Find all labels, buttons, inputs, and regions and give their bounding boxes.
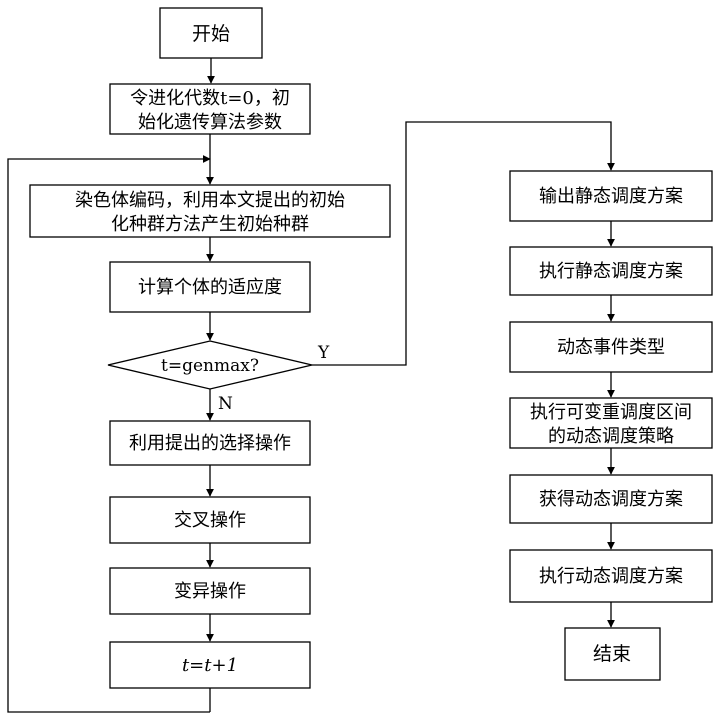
output-static-label: 输出静态调度方案	[539, 186, 683, 207]
decision-node: t=genmax?	[108, 341, 312, 389]
init-params-node: 令进化代数t=0，初 始化遗传算法参数	[110, 84, 310, 134]
dynamic-event-label: 动态事件类型	[557, 337, 665, 358]
variable-strategy-line-2: 的动态调度策略	[548, 426, 674, 447]
edge-label-no: N	[218, 394, 233, 414]
encode-line-2: 化种群方法产生初始种群	[111, 214, 309, 235]
variable-strategy-line-1: 执行可变重调度区间	[530, 402, 692, 423]
dynamic-event-node: 动态事件类型	[510, 322, 712, 372]
encode-line-1: 染色体编码，利用本文提出的初始	[75, 190, 345, 211]
increment-label: t=t+1	[182, 655, 238, 676]
fitness-node: 计算个体的适应度	[110, 262, 310, 312]
end-label: 结束	[593, 643, 631, 665]
selection-label: 利用提出的选择操作	[129, 433, 291, 454]
init-params-line-1: 令进化代数t=0，初	[130, 88, 290, 109]
selection-node: 利用提出的选择操作	[110, 421, 310, 465]
end-node: 结束	[565, 628, 660, 680]
start-node: 开始	[160, 8, 262, 58]
get-dynamic-node: 获得动态调度方案	[510, 475, 712, 523]
execute-dynamic-label: 执行动态调度方案	[539, 566, 683, 587]
increment-node: t=t+1	[110, 642, 310, 688]
decision-label: t=genmax?	[161, 356, 259, 376]
mutation-label: 变异操作	[174, 581, 246, 602]
get-dynamic-label: 获得动态调度方案	[539, 489, 683, 510]
execute-dynamic-node: 执行动态调度方案	[510, 550, 712, 602]
crossover-node: 交叉操作	[110, 497, 310, 543]
execute-static-node: 执行静态调度方案	[510, 247, 712, 295]
encode-node: 染色体编码，利用本文提出的初始 化种群方法产生初始种群	[30, 185, 390, 237]
crossover-label: 交叉操作	[174, 510, 246, 531]
start-label: 开始	[192, 23, 230, 45]
init-params-line-2: 始化遗传算法参数	[138, 112, 282, 133]
variable-strategy-node: 执行可变重调度区间 的动态调度策略	[510, 398, 712, 448]
edge-label-yes: Y	[317, 343, 330, 363]
output-static-node: 输出静态调度方案	[510, 171, 712, 221]
execute-static-label: 执行静态调度方案	[539, 261, 683, 282]
mutation-node: 变异操作	[110, 568, 310, 614]
fitness-label: 计算个体的适应度	[138, 277, 282, 298]
